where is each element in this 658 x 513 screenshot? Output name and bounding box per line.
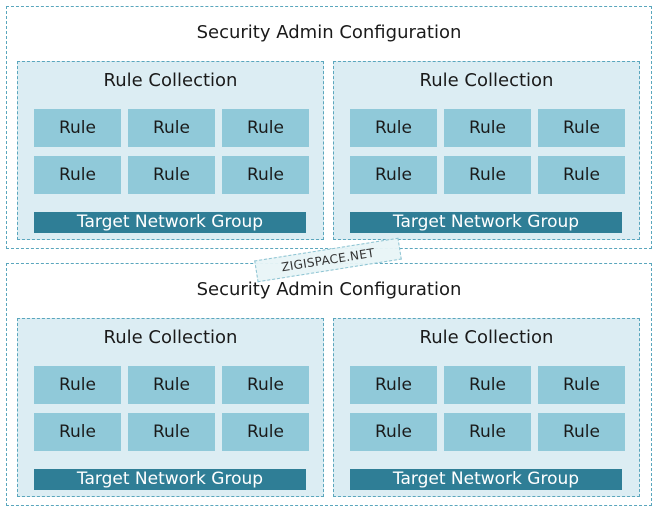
rule-box: Rule [34,109,121,147]
rule-box: Rule [128,109,215,147]
rule-box: Rule [350,366,437,404]
target-network-group: Target Network Group [34,212,306,233]
rule-collection: Rule Collection Rule Rule Rule Rule Rule… [17,61,324,240]
target-network-group: Target Network Group [34,469,306,490]
rule-box: Rule [538,156,625,194]
security-admin-configuration: Security Admin Configuration Rule Collec… [6,6,652,249]
rule-box: Rule [350,413,437,451]
rule-box: Rule [444,413,531,451]
configuration-title: Security Admin Configuration [196,22,462,43]
rule-box: Rule [34,156,121,194]
rule-collection-title: Rule Collection [103,70,238,91]
rule-collection-title: Rule Collection [103,327,238,348]
target-network-group: Target Network Group [350,212,622,233]
rule-box: Rule [128,156,215,194]
rule-box: Rule [128,366,215,404]
rule-box: Rule [538,366,625,404]
rule-collection: Rule Collection Rule Rule Rule Rule Rule… [333,318,640,497]
rule-collection-title: Rule Collection [419,70,554,91]
rule-box: Rule [222,109,309,147]
rule-collection-title: Rule Collection [419,327,554,348]
rule-box: Rule [222,413,309,451]
rule-box: Rule [34,413,121,451]
rule-collection: Rule Collection Rule Rule Rule Rule Rule… [17,318,324,497]
rule-box: Rule [222,366,309,404]
rule-box: Rule [222,156,309,194]
configuration-title: Security Admin Configuration [196,279,462,300]
rule-box: Rule [444,109,531,147]
security-admin-configuration: Security Admin Configuration Rule Collec… [6,263,652,506]
rule-box: Rule [34,366,121,404]
rule-collection: Rule Collection Rule Rule Rule Rule Rule… [333,61,640,240]
target-network-group: Target Network Group [350,469,622,490]
rule-box: Rule [350,109,437,147]
rule-box: Rule [538,109,625,147]
rule-box: Rule [538,413,625,451]
rule-box: Rule [444,156,531,194]
rule-box: Rule [128,413,215,451]
rule-box: Rule [350,156,437,194]
rule-box: Rule [444,366,531,404]
